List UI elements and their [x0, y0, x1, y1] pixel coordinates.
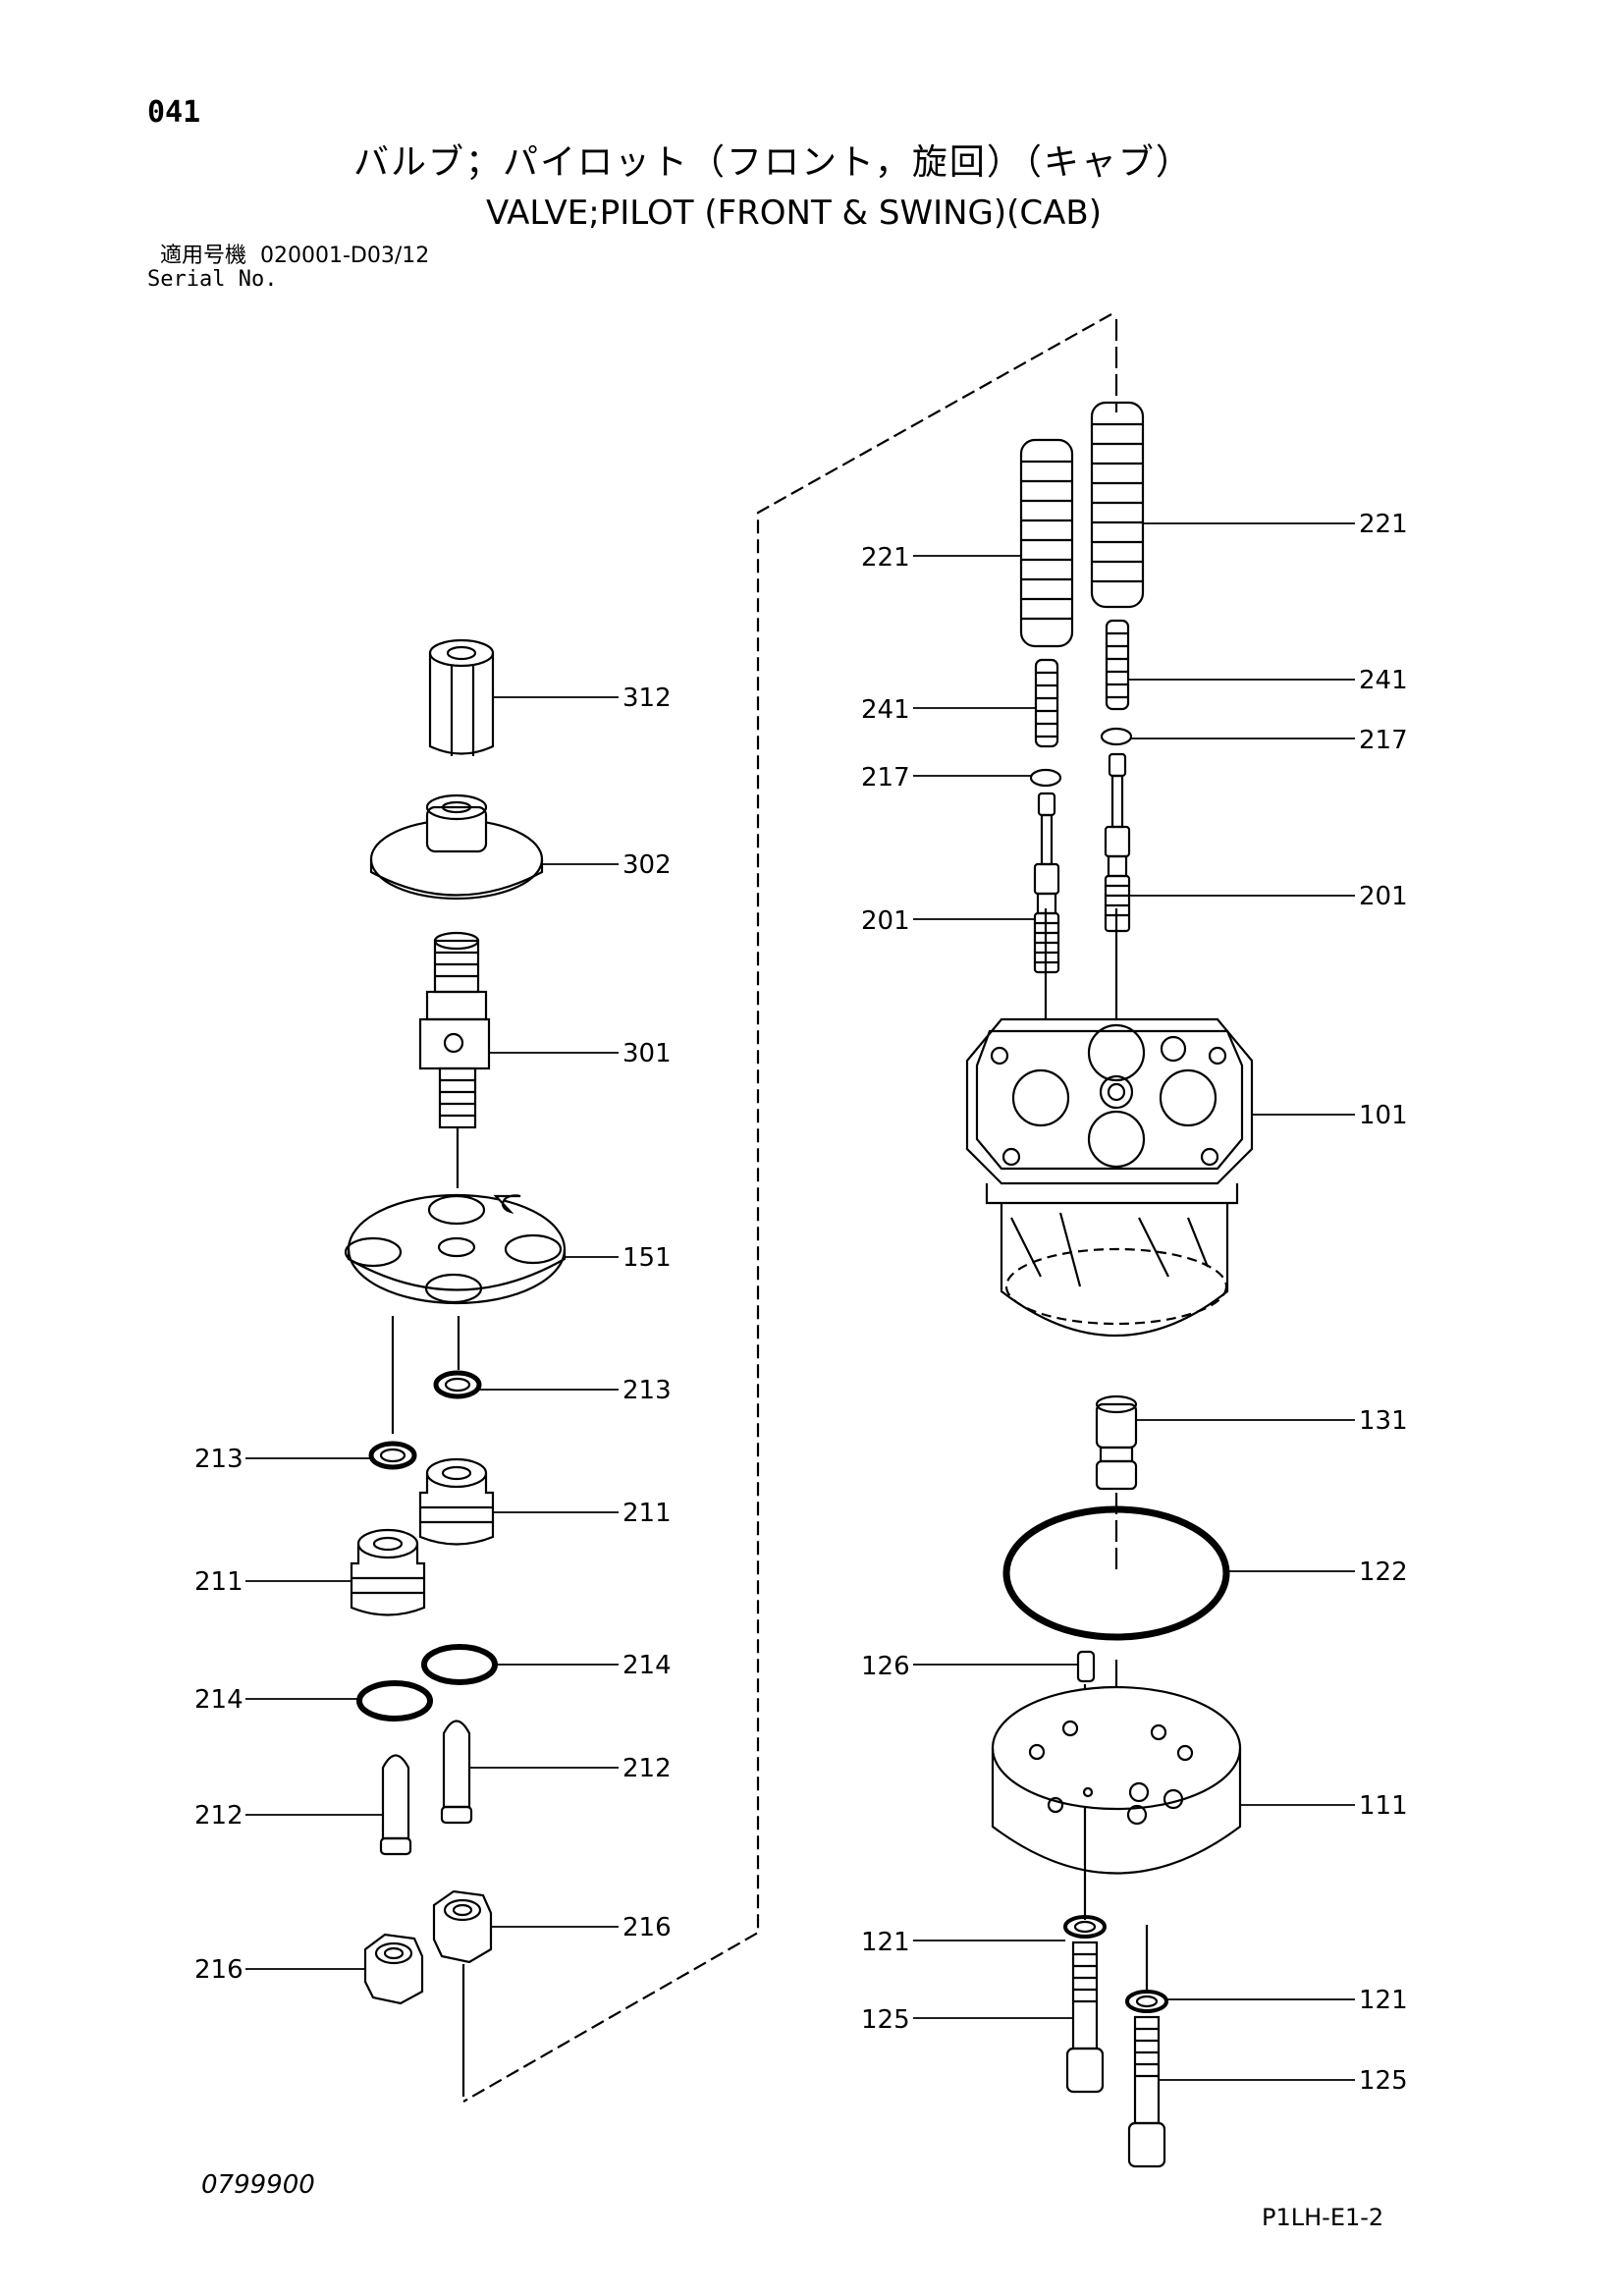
callout-101: 101 [1359, 1101, 1408, 1130]
divider-dashed-outline [462, 313, 1112, 2103]
callout-214-right: 214 [622, 1651, 672, 1680]
callout-211-right: 211 [622, 1499, 672, 1528]
spring-221-left [1019, 438, 1074, 648]
callout-217-right: 217 [1359, 726, 1408, 755]
callout-221-right: 221 [1359, 510, 1408, 539]
serial-label-english: Serial No. [147, 267, 278, 292]
ring-217-left [1029, 768, 1062, 788]
callout-302: 302 [622, 850, 672, 880]
washer-213-left [368, 1441, 417, 1470]
plunger-131 [1095, 1394, 1138, 1491]
callout-301: 301 [622, 1039, 672, 1068]
footer-page-code: P1LH-E1-2 [1262, 2204, 1384, 2231]
bolt-125-left [1065, 1941, 1105, 2094]
spring-221-right [1090, 401, 1145, 609]
callout-201-right: 201 [1359, 882, 1408, 911]
spring-241-left [1034, 658, 1059, 748]
callout-216-right: 216 [622, 1913, 672, 1942]
washer-121-right [1125, 1990, 1168, 2013]
callout-214-left: 214 [194, 1685, 243, 1715]
spool-201-right [1104, 752, 1131, 933]
nut-216-left [363, 1933, 424, 2005]
title-english: VALVE;PILOT (FRONT & SWING)(CAB) [486, 193, 1103, 233]
callout-211-left: 211 [194, 1567, 243, 1597]
callout-212-left: 212 [194, 1801, 243, 1831]
pin-126 [1076, 1650, 1096, 1683]
callout-217-left: 217 [861, 763, 910, 793]
callout-312: 312 [622, 683, 672, 713]
page-number: 041 [147, 95, 201, 130]
spool-201-left [1033, 792, 1060, 974]
spring-241-right [1105, 619, 1130, 711]
nut-312 [428, 638, 495, 756]
callout-126: 126 [861, 1652, 910, 1681]
footer-doc-code: 0799900 [201, 2170, 315, 2200]
piston-212-right [440, 1720, 473, 1825]
callout-131: 131 [1359, 1406, 1408, 1436]
serial-range: 020001-D03/12 [260, 244, 430, 268]
plug-211-right [418, 1457, 495, 1546]
callout-201-left: 201 [861, 906, 910, 936]
bolt-125-right [1127, 2015, 1166, 2168]
callout-121-left: 121 [861, 1928, 910, 1957]
callout-125-left: 125 [861, 2005, 910, 2035]
callout-121-right: 121 [1359, 1986, 1408, 2015]
callout-241-right: 241 [1359, 666, 1408, 695]
title-japanese: バルブ；パイロット（フロント，旋回）（キャブ） [353, 142, 1193, 183]
casing-101 [965, 1017, 1254, 1337]
callout-221-left: 221 [861, 543, 910, 573]
callout-125-right: 125 [1359, 2066, 1408, 2096]
o-ring-214-left [356, 1680, 433, 1722]
callout-216-left: 216 [194, 1955, 243, 1985]
plate-151 [344, 1193, 567, 1305]
callout-151: 151 [622, 1243, 672, 1273]
o-ring-122 [1002, 1505, 1230, 1641]
o-ring-214-right [421, 1644, 498, 1685]
callout-111: 111 [1359, 1791, 1408, 1821]
piston-212-left [379, 1754, 412, 1856]
plate-302 [369, 793, 544, 901]
ring-217-right [1100, 727, 1133, 746]
serial-label-japanese: 適用号機 [160, 244, 247, 268]
joint-301 [418, 931, 491, 1129]
leader-lines-right [913, 522, 1355, 2081]
washer-213-right [433, 1370, 482, 1399]
plug-211-left [350, 1528, 426, 1616]
callout-212-right: 212 [622, 1754, 672, 1783]
callout-122: 122 [1359, 1558, 1408, 1587]
callout-241-left: 241 [861, 695, 910, 725]
plate-111 [991, 1685, 1242, 1875]
washer-121-left [1063, 1915, 1107, 1939]
leader-lines-left [245, 696, 619, 1970]
callout-213-left: 213 [194, 1445, 243, 1474]
callout-213-right: 213 [622, 1376, 672, 1405]
nut-216-right [432, 1889, 493, 1964]
